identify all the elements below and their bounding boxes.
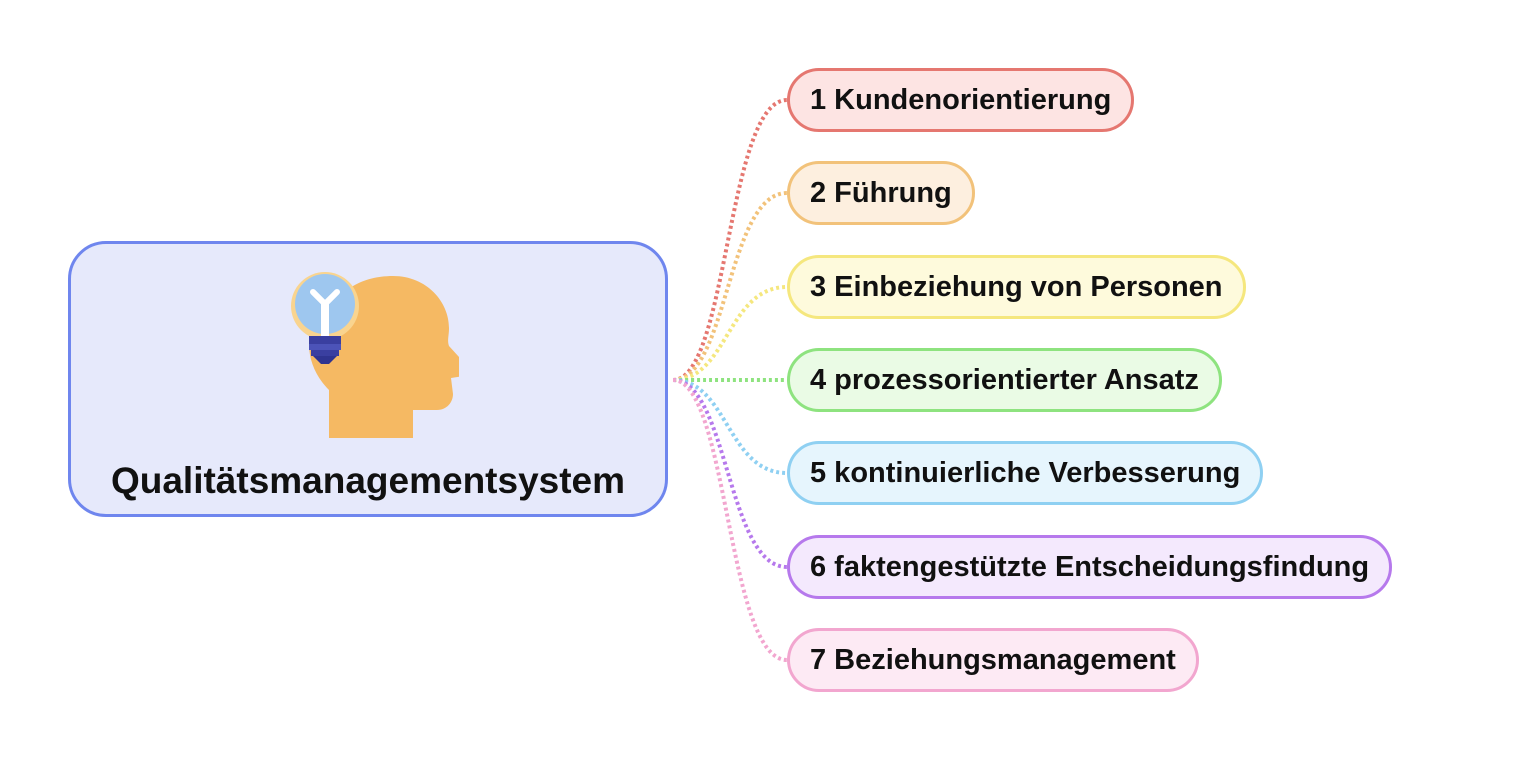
branch-node-7[interactable]: 7 Beziehungsmanagement — [787, 628, 1199, 692]
branch-node-5[interactable]: 5 kontinuierliche Verbesserung — [787, 441, 1264, 505]
head-lightbulb-icon — [291, 272, 459, 438]
connector-line-1 — [672, 98, 788, 382]
branch-node-2[interactable]: 2 Führung — [787, 161, 975, 225]
branch-node-4[interactable]: 4 prozessorientierter Ansatz — [787, 348, 1222, 412]
connector-line-6 — [672, 378, 788, 569]
branch-node-6[interactable]: 6 faktengestützte Entscheidungsfindung — [787, 535, 1393, 599]
connector-line-5 — [672, 378, 788, 475]
central-topic[interactable]: Qualitätsmanagementsystem — [68, 241, 668, 517]
connector-line-2 — [672, 191, 788, 382]
central-topic-title: Qualitätsmanagementsystem — [110, 460, 626, 501]
connector-line-7 — [672, 378, 788, 662]
branch-node-3[interactable]: 3 Einbeziehung von Personen — [787, 255, 1246, 319]
connector-line-3 — [672, 285, 788, 382]
branch-node-1[interactable]: 1 Kundenorientierung — [787, 68, 1135, 132]
